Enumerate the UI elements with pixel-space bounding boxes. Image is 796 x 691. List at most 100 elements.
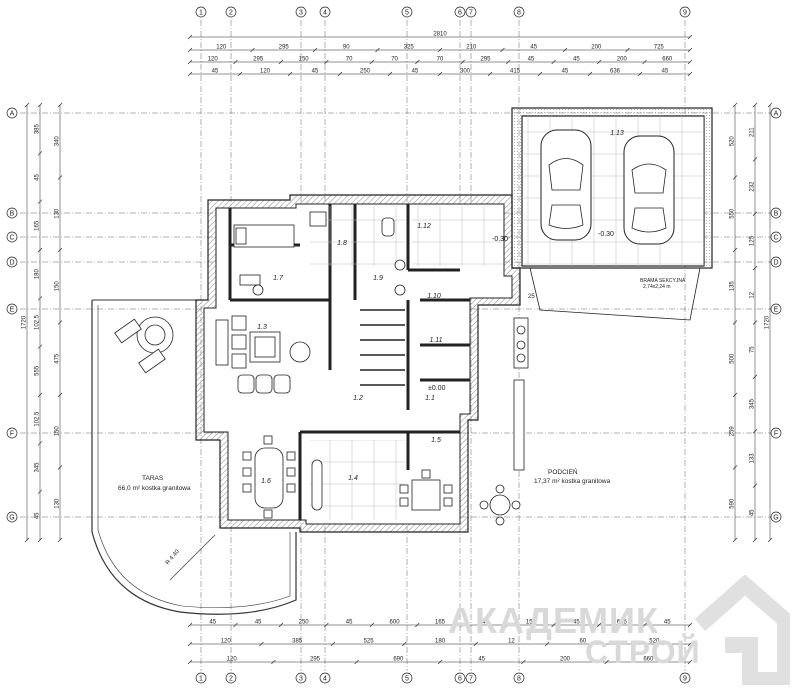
- room-1.13: 1.13: [610, 130, 624, 137]
- dim-label: 385: [35, 124, 41, 135]
- small-25: 25: [528, 294, 535, 300]
- room-1.12: 1.12: [417, 223, 431, 230]
- dim-tick: [187, 34, 193, 40]
- dim-label: 156: [526, 620, 537, 626]
- dim-label: 200: [591, 45, 602, 51]
- axis-bubble: [295, 672, 307, 684]
- dim-tick: [752, 537, 758, 543]
- dim-tick: [752, 483, 758, 488]
- dim-label: 120: [208, 57, 219, 63]
- dim-tick: [375, 47, 380, 53]
- axis-label: G: [773, 515, 778, 522]
- room-1.5: 1.5: [431, 437, 441, 444]
- dim-tick: [402, 641, 407, 647]
- dim-label: 660: [643, 657, 654, 663]
- dim-label: 120: [221, 639, 232, 645]
- dim-tick: [732, 392, 738, 398]
- dim-tick: [460, 59, 465, 65]
- dim-tick: [187, 47, 193, 53]
- dim-label: 200: [617, 57, 628, 63]
- axis-bubble: [6, 427, 18, 439]
- dim-tick: [596, 59, 602, 65]
- axis-bubble: [225, 672, 237, 684]
- dim-tick: [500, 47, 505, 53]
- axis-label: 4: [323, 676, 327, 683]
- axis-bubble: [225, 6, 237, 18]
- dim-tick: [369, 622, 375, 628]
- dim-tick: [312, 47, 318, 53]
- axis-bubble: [6, 303, 18, 315]
- dim-tick: [587, 71, 593, 77]
- dim-tick: [354, 659, 359, 665]
- dim-label: 45: [212, 69, 219, 75]
- axis-label: 4: [323, 10, 327, 17]
- dim-label: 150: [55, 281, 61, 292]
- dim-tick: [687, 71, 693, 77]
- hall-tiles: [412, 206, 502, 266]
- dim-label: 125: [750, 235, 756, 246]
- dim-label: 200: [560, 657, 571, 663]
- dim-label: 70: [437, 57, 444, 63]
- dim-tick: [57, 102, 63, 108]
- axis-bubble: [770, 427, 782, 439]
- dim-tick: [24, 102, 30, 108]
- axis-bubble: [319, 672, 331, 684]
- dim-label: 165: [35, 220, 41, 231]
- dim-label: 120: [216, 45, 227, 51]
- axis-bubble: [195, 672, 207, 684]
- axis-label: 5: [405, 676, 409, 683]
- room-1.1: 1.1: [425, 395, 435, 402]
- dim-tick: [57, 537, 63, 543]
- dim-tick: [752, 320, 758, 325]
- dim-tick: [37, 537, 43, 543]
- dim-label: 45: [312, 69, 319, 75]
- dim-tick: [233, 59, 238, 65]
- watermark-line2: СТРОЙ: [585, 634, 701, 670]
- dim-tick: [551, 59, 556, 65]
- dim-label: 295: [279, 45, 290, 51]
- axis-bubble: [319, 6, 331, 18]
- axis-label: 1: [199, 676, 203, 683]
- dim-label: 70: [346, 57, 353, 63]
- dim-tick: [337, 71, 343, 77]
- dim-label: 300: [460, 69, 471, 75]
- dim-label: 232: [750, 181, 756, 192]
- dim-tick: [250, 47, 255, 53]
- dim-tick: [732, 465, 738, 470]
- room-1.4: 1.4: [348, 475, 358, 482]
- axis-label: D: [773, 260, 778, 267]
- dim-label: 90: [343, 45, 350, 51]
- dim-tick: [187, 622, 193, 628]
- dim-tick: [271, 659, 276, 665]
- axis-label: A: [10, 111, 15, 118]
- room-1.10: 1.10: [427, 293, 441, 300]
- dim-label: 130: [55, 498, 61, 509]
- dim-tick: [767, 102, 773, 108]
- dim-tick: [437, 71, 443, 77]
- dim-tick: [537, 71, 543, 77]
- taras-area: 66,0 m² kostka granitowa: [118, 485, 191, 492]
- axis-label: 2: [229, 10, 233, 17]
- dim-tick: [187, 659, 193, 665]
- dim-label: 550: [730, 208, 736, 219]
- axis-bubble: [6, 207, 18, 219]
- dim-label: 45: [750, 509, 756, 516]
- dim-tick: [37, 199, 43, 204]
- watermark-line1: АКАДЕМИК: [448, 600, 659, 641]
- dim-label: 135: [730, 281, 736, 292]
- brama-size: 2,74x2,24 m: [643, 284, 671, 290]
- dim-label: 45: [482, 620, 489, 626]
- dim-tick: [237, 71, 243, 77]
- axis-bubble: [195, 6, 207, 18]
- axis-bubble: [6, 107, 18, 119]
- dim-tick: [752, 429, 758, 434]
- level-3: ±0.00: [428, 385, 446, 392]
- axis-bubble: [770, 231, 782, 243]
- dimension-lines: [24, 34, 773, 665]
- dim-tick: [637, 71, 643, 77]
- car-2: [623, 135, 675, 245]
- dim-tick: [437, 659, 443, 665]
- axis-label: 6: [458, 10, 462, 17]
- dim-tick: [37, 344, 43, 349]
- axis-label: A: [774, 111, 779, 118]
